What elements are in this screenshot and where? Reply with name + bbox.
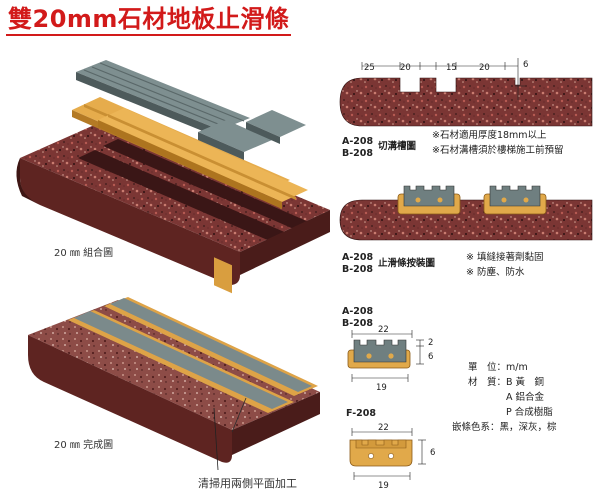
top-note-1: ※石材適用厚度18mm以上 <box>432 130 547 141</box>
install-code-2: B-208 <box>342 264 374 275</box>
installed-strip-b <box>483 185 547 215</box>
dim-20a: 20 <box>400 63 411 73</box>
rubber-strip-insert <box>76 60 250 138</box>
spec-block: 單 位：m/m 材 質：B 黃 銅 A 鋁合金 P 合成樹脂 嵌條色系：黑，深灰… <box>452 360 557 435</box>
spec-material-b: B 黃 銅 <box>506 377 545 388</box>
dim-15: 15 <box>446 63 457 73</box>
profile-f-code: F-208 <box>346 408 376 419</box>
spec-material-label: 材 質： <box>467 377 506 388</box>
install-code-1: A-208 <box>342 252 374 263</box>
spec-unit-value: m/m <box>506 362 528 373</box>
spec-unit-row: 單 位：m/m <box>458 360 557 375</box>
page-title: 雙20mm石材地板止滑條 <box>6 4 292 36</box>
top-view-label: 切溝槽圖 <box>378 141 417 152</box>
top-code-1: A-208 <box>342 136 374 147</box>
rubber-strip-insert-short <box>198 110 306 160</box>
spec-color-row: 嵌條色系：黑，深灰，棕 <box>452 420 557 435</box>
spec-material-p: P 合成樹脂 <box>506 407 553 418</box>
dim-20b: 20 <box>479 63 490 73</box>
dim-25: 25 <box>364 63 375 73</box>
top-code-2: B-208 <box>342 148 374 159</box>
f-dim-bottom: 19 <box>378 481 389 491</box>
install-note-2: ※ 防塵、防水 <box>466 267 525 278</box>
installed-strip-a <box>397 185 461 215</box>
spec-color-value: 黑，深灰，棕 <box>499 422 557 433</box>
install-note-1: ※ 填縫接著劑黏固 <box>466 252 544 263</box>
finished-caption: 20 ㎜ 完成圖 <box>54 440 114 451</box>
finish-note: 清掃用兩側平面加工 <box>198 477 297 490</box>
spec-material-a: A 鋁合金 <box>506 392 545 403</box>
install-view-label: 止滑條按裝圖 <box>378 258 436 269</box>
spec-unit-label: 單 位： <box>467 362 506 373</box>
exploded-caption: 20 ㎜ 組合圖 <box>54 248 114 259</box>
ab-dim-bottom: 19 <box>376 383 387 393</box>
ab-dim-top: 22 <box>378 325 389 335</box>
finish-note-leader <box>213 407 219 471</box>
f-dim-right: 6 <box>430 448 435 458</box>
brass-base-channel <box>72 97 308 294</box>
ab-dim-right-lower: 6 <box>428 352 433 362</box>
profile-ab-code-1: A-208 <box>342 306 374 317</box>
top-note-2: ※石材溝槽須於樓梯施工前預留 <box>432 145 564 156</box>
ab-dim-right-upper: 2 <box>428 338 433 348</box>
granite-slab-top <box>16 118 330 285</box>
spec-color-label: 嵌條色系： <box>452 422 500 433</box>
profile-ab-code-2: B-208 <box>342 318 374 329</box>
spec-material-row: 材 質：B 黃 銅 <box>458 375 557 390</box>
dim-6: 6 <box>523 60 528 70</box>
f-dim-top: 22 <box>378 423 389 433</box>
granite-slab-finished <box>28 297 320 463</box>
